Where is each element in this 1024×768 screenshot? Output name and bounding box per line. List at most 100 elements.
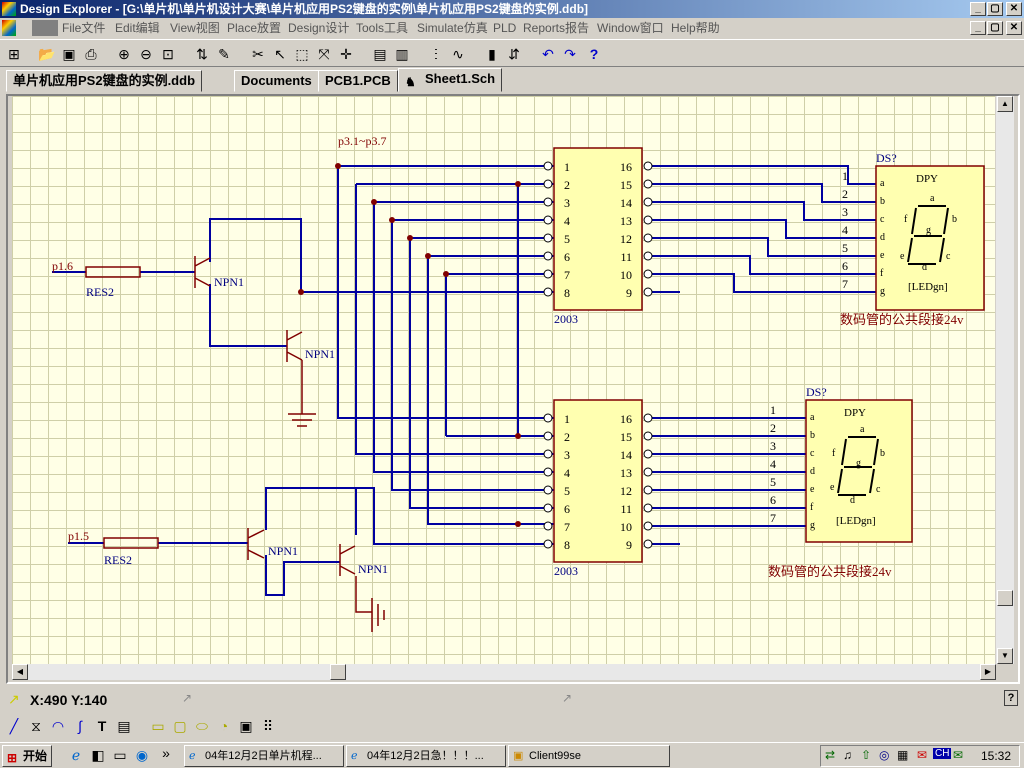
segment-pin-number[interactable]: 1 [770,403,776,417]
display-type-label[interactable]: DPY [844,407,866,419]
rounded-rect-icon[interactable]: ▢ [173,718,187,734]
doc-minimize-button[interactable]: _ [970,21,986,35]
chip-pin[interactable] [543,521,553,531]
segment-letter[interactable]: e [900,251,905,262]
chip-pin[interactable] [543,431,553,441]
chip-pin-number[interactable]: 7 [564,268,570,282]
chip-pin-number[interactable]: 9 [626,538,632,552]
segment-pin-number[interactable]: 3 [842,205,848,219]
segment-letter[interactable]: g [856,458,861,469]
chip-pin-number[interactable]: 8 [564,538,570,552]
segment-pin-label[interactable]: g [880,286,885,297]
segment-letter[interactable]: e [830,482,835,493]
mail-icon[interactable]: ✉ [917,748,928,762]
chip-pin-number[interactable]: 14 [620,196,632,210]
segment-pin-label[interactable]: g [810,520,815,531]
print-icon[interactable]: ⎙ [85,46,97,62]
chip-pin-number[interactable]: 6 [564,502,570,516]
display-designator[interactable]: DS? [806,385,827,399]
segment-letter[interactable]: a [930,193,935,204]
tray-icon[interactable]: ▦ [897,748,909,762]
tray-icon[interactable]: ⇄ [825,748,836,762]
chip-pin[interactable] [543,503,553,513]
chip-pin[interactable] [643,485,653,495]
doc-close-button[interactable]: ✕ [1006,21,1022,35]
chip-pin[interactable] [543,197,553,207]
tab-documents[interactable]: Documents [234,70,319,92]
menu-help[interactable]: Help帮助 [671,21,720,35]
chip-pin-number[interactable]: 14 [620,448,632,462]
menu-window[interactable]: Window窗口 [597,21,664,35]
chip-pin-number[interactable]: 10 [620,520,632,534]
chip-pin-number[interactable]: 13 [620,466,632,480]
task-item[interactable]: ▣Client99se [508,745,670,767]
chip-pin-number[interactable]: 15 [620,430,632,444]
segment-pin-label[interactable]: c [810,448,815,459]
find-icon[interactable]: ⵗ [433,46,439,62]
chip-pin[interactable] [643,197,653,207]
tab-sheet[interactable]: ♞Sheet1.Sch [398,68,503,92]
horizontal-scroll-thumb[interactable] [330,664,346,680]
chip-pin[interactable] [643,287,653,297]
transistor-label[interactable]: NPN1 [305,347,335,361]
cross-icon[interactable]: ✛ [340,46,352,62]
segment-letter[interactable]: c [946,251,951,262]
segment-pin-label[interactable]: e [810,484,815,495]
segment-letter[interactable]: b [880,448,885,459]
tray-icon[interactable]: ◎ [879,748,890,762]
desktop-icon[interactable]: ▭ [113,747,127,763]
chip-pin-number[interactable]: 4 [564,214,570,228]
chip-pin[interactable] [643,269,653,279]
segment-pin-number[interactable]: 2 [770,421,776,435]
segment-pin-label[interactable]: f [880,268,884,279]
scroll-left-button[interactable]: ◀ [12,664,28,680]
chip-pin[interactable] [543,161,553,171]
segment-pin-number[interactable]: 6 [770,493,776,507]
chip-pin-number[interactable]: 11 [620,250,632,264]
transistor-label[interactable]: NPN1 [358,562,388,576]
whats-this-icon[interactable]: ? [1004,690,1018,706]
menu-reports[interactable]: Reports报告 [523,21,590,35]
segment-letter[interactable]: a [860,424,865,435]
chip-pin-number[interactable]: 7 [564,520,570,534]
tray-icon[interactable]: ✉ [953,748,964,762]
chip-pin[interactable] [543,179,553,189]
chip-pin[interactable] [643,161,653,171]
chip-pin-number[interactable]: 4 [564,466,570,480]
vertical-scrollbar[interactable]: ▲ ▼ [996,96,1014,664]
move-icon[interactable]: ⤧ [318,46,330,62]
textframe-icon[interactable]: ▤ [117,718,131,734]
chip-pin[interactable] [543,233,553,243]
project-tree-icon[interactable]: ⊞ [8,46,20,62]
segment-pin-number[interactable]: 6 [842,259,848,273]
ime-indicator[interactable]: CH [933,748,952,759]
chip-pin-number[interactable]: 13 [620,214,632,228]
ellipse-icon[interactable]: ⬭ [196,718,208,734]
chip-pin-number[interactable]: 16 [620,160,632,174]
menu-simulate[interactable]: Simulate仿真 [417,21,488,35]
chip-pin[interactable] [643,539,653,549]
segment-letter[interactable]: f [904,214,908,225]
array-icon[interactable]: ⠿ [262,718,274,734]
bezier-icon[interactable]: ∫ [78,718,82,734]
menu-edit[interactable]: Edit编辑 [115,21,160,35]
segment-letter[interactable]: d [922,262,927,273]
start-button[interactable]: ⊞开始 [2,745,52,767]
segment-pin-number[interactable]: 2 [842,187,848,201]
ie-icon[interactable]: ℯ [71,747,81,763]
wave-icon[interactable]: ∿ [452,46,464,62]
chip-pin[interactable] [643,431,653,441]
chip-label[interactable]: 2003 [554,312,578,326]
segment-pin-label[interactable]: b [880,196,885,207]
doc-maximize-button[interactable]: ▢ [987,21,1003,35]
segment-pin-label[interactable]: f [810,502,814,513]
chip-pin[interactable] [643,521,653,531]
tray-icon[interactable]: ⇧ [861,748,872,762]
compile-icon[interactable]: ⇵ [508,46,520,62]
chip-pin-number[interactable]: 1 [564,412,570,426]
chip-pin[interactable] [643,233,653,243]
lib-icon[interactable]: ▤ [373,46,387,62]
chip-pin[interactable] [643,503,653,513]
undo-icon[interactable]: ↶ [542,46,554,62]
zoom-fit-icon[interactable]: ⊡ [162,46,174,62]
